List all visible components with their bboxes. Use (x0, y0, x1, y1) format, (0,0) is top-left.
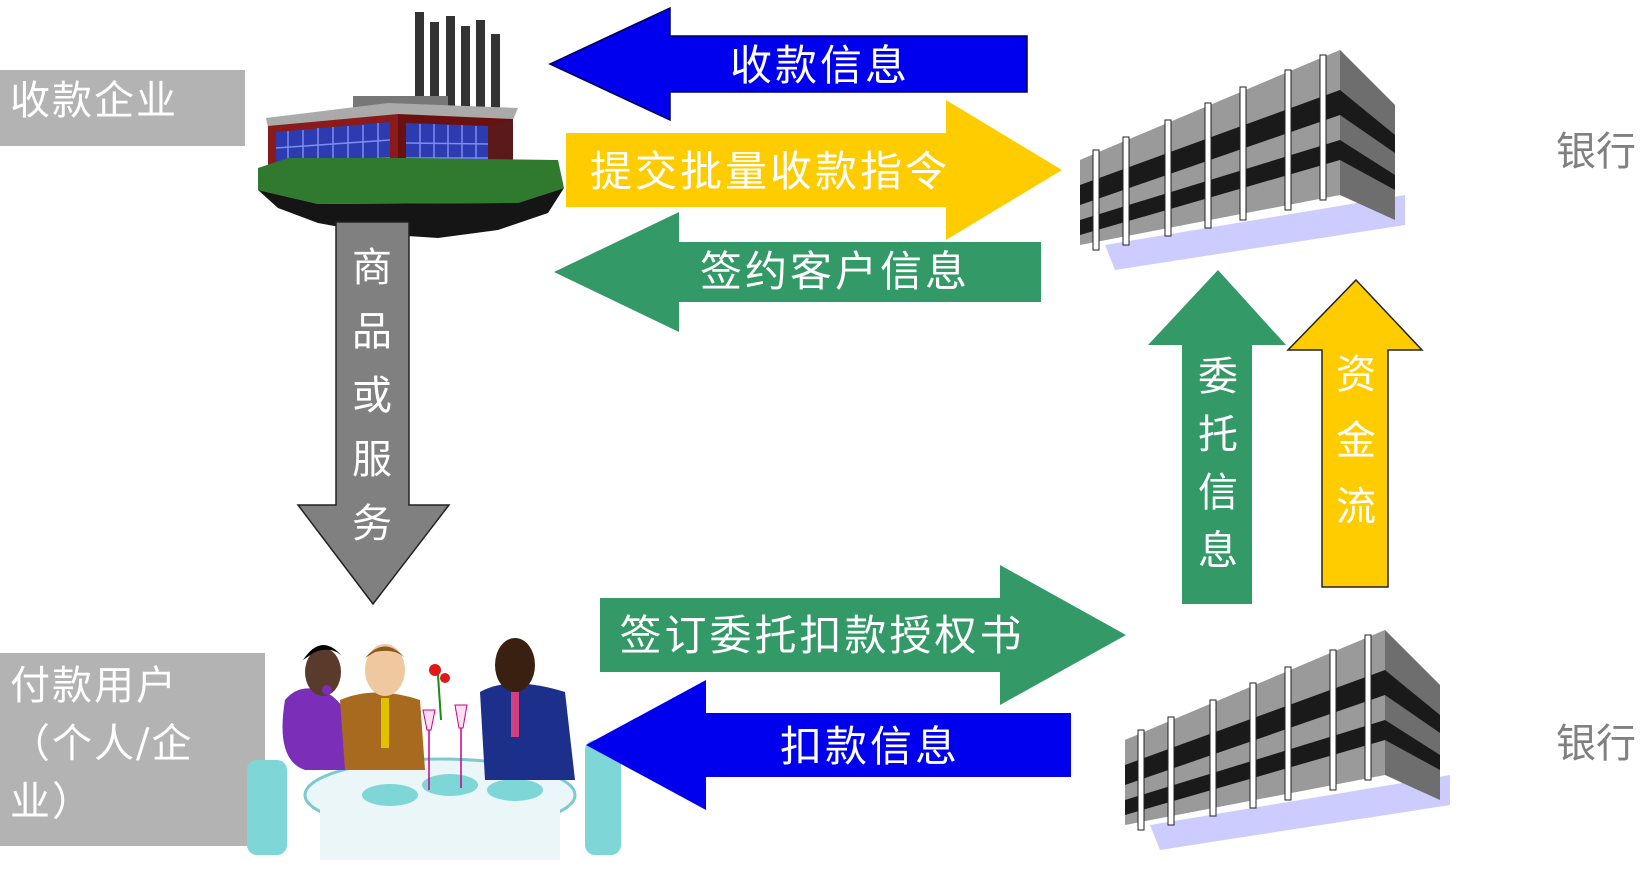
entrust-info-text: 委 托 信 息 (1188, 348, 1248, 580)
debit-info-arrow (586, 680, 1071, 810)
entrust-char-1: 委 (1198, 354, 1238, 400)
collector-label-text: 收款企业 (10, 78, 178, 124)
bank-bottom-label: 银行 (1556, 721, 1636, 767)
fund-flow-arrow (1286, 278, 1424, 588)
bank-building-bottom-icon (1125, 630, 1450, 850)
collection-info-arrow (548, 6, 1028, 122)
signed-customer-info-text: 签约客户信息 (699, 247, 970, 296)
goods-char-2: 品 (352, 309, 392, 355)
payer-label: 付款用户 （个人/企 业） (0, 653, 265, 846)
fund-char-3: 流 (1336, 484, 1376, 530)
business-meeting-icon (247, 638, 621, 860)
payer-label-line3: 业） (10, 779, 94, 825)
bank-building-top-icon (1080, 50, 1405, 270)
payer-label-line1: 付款用户 (10, 663, 178, 709)
factory-icon (258, 12, 564, 238)
sign-authorization-text: 签订委托扣款授权书 (619, 611, 1025, 660)
submit-batch-arrow (566, 100, 1062, 240)
entrust-info-arrow (1148, 270, 1286, 604)
collection-info-text: 收款信息 (729, 41, 910, 90)
goods-or-service-arrow (296, 221, 451, 606)
entrust-char-4: 息 (1198, 528, 1238, 574)
debit-info-text: 扣款信息 (779, 722, 960, 771)
fund-char-1: 资 (1336, 352, 1376, 398)
entrust-char-3: 信 (1198, 470, 1238, 516)
payer-label-line2: （个人/企 (10, 721, 194, 767)
sign-authorization-arrow (600, 565, 1126, 705)
fund-char-2: 金 (1336, 418, 1376, 464)
goods-or-service-text: 商 品 或 服 务 (342, 236, 402, 556)
goods-char-4: 服 (352, 437, 392, 483)
goods-char-3: 或 (352, 373, 392, 419)
entrust-char-2: 托 (1198, 412, 1238, 458)
goods-char-1: 商 (352, 245, 392, 291)
bank-top-label: 银行 (1556, 129, 1636, 175)
signed-customer-info-arrow (554, 212, 1041, 332)
submit-batch-text: 提交批量收款指令 (589, 147, 950, 196)
fund-flow-text: 资 金 流 (1326, 342, 1386, 540)
goods-char-5: 务 (352, 501, 392, 547)
collector-label: 收款企业 (0, 70, 245, 146)
